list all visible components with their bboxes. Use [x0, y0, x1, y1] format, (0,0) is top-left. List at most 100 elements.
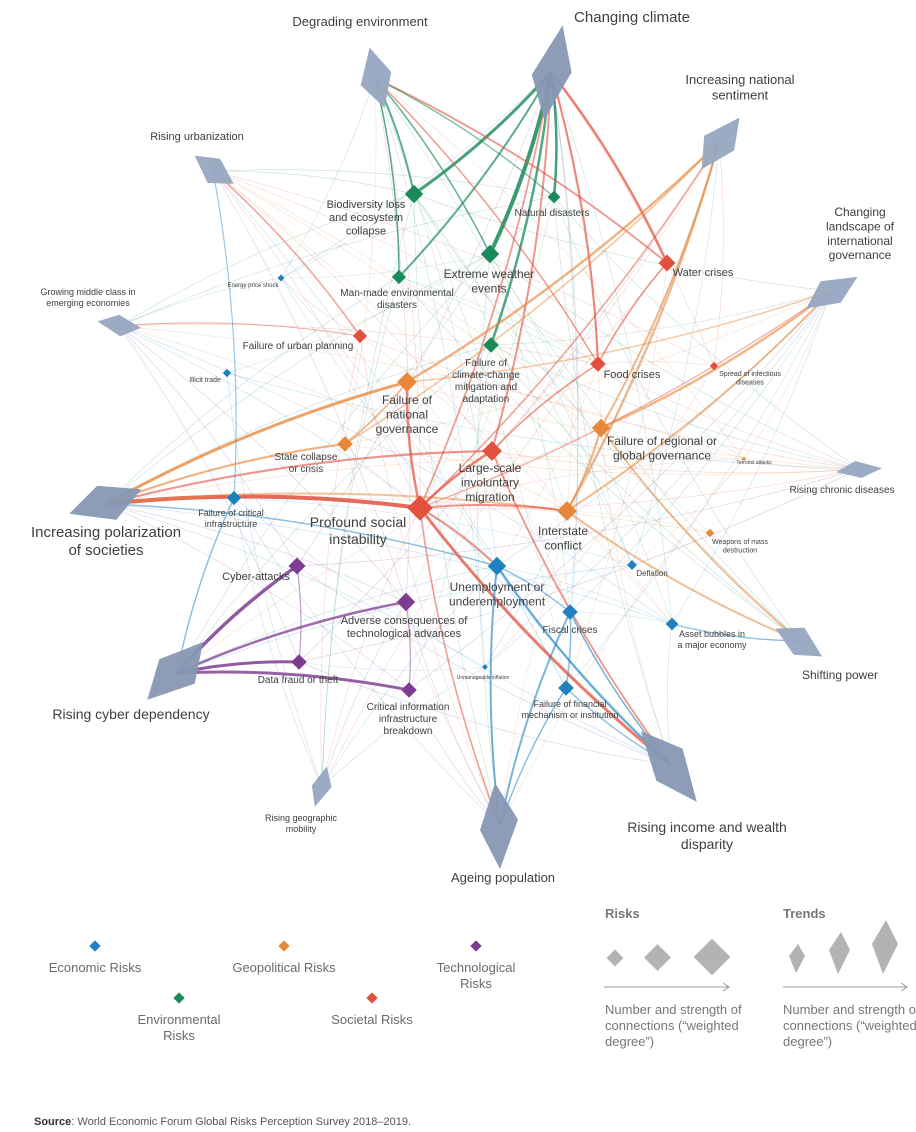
connection-line — [550, 71, 579, 613]
risk-label-line: Energy price shock — [227, 283, 279, 289]
risk-label-line: migration — [465, 490, 514, 504]
risk-label-line: involuntary — [461, 475, 519, 489]
connection-line — [499, 458, 745, 827]
trend-shape-cl — [806, 276, 858, 309]
trend-label-line: mobility — [286, 824, 317, 834]
connection-line — [298, 141, 720, 663]
risk-label-line: Data fraud or theft — [258, 675, 339, 686]
connection-line — [212, 170, 599, 365]
risk-diamond-wmd — [705, 528, 715, 538]
connection-line — [226, 372, 860, 470]
risk-label-line: Natural disasters — [514, 208, 589, 219]
trend-size-large-icon — [872, 920, 898, 974]
trend-size-small-icon — [789, 944, 805, 973]
connection-line — [321, 262, 668, 788]
trend-label-rising-chronic-diseases: Rising chronic diseases — [789, 485, 894, 496]
trend-shape-ips — [69, 485, 142, 520]
risk-label-line: breakdown — [384, 726, 433, 737]
risk-label-line: diseases — [736, 379, 764, 386]
trends-arrow-head-icon — [900, 982, 908, 992]
risk-diamond-psi — [407, 495, 433, 521]
connection-line — [280, 277, 567, 689]
risk-diamond-bio — [404, 184, 424, 204]
legend-economic: Economic Risks — [40, 940, 150, 976]
connection-line — [491, 450, 860, 474]
risk-label-line: Interstate — [538, 524, 588, 538]
risk-label-line: climate-change — [452, 370, 520, 381]
connection-line — [550, 71, 668, 264]
connection-line — [374, 77, 555, 198]
connection-line — [374, 77, 668, 264]
connection-line — [226, 372, 323, 788]
connection-line — [419, 141, 720, 509]
trend-shape-ins — [701, 117, 740, 170]
connection-line — [491, 450, 571, 613]
trend-label-line: landscape of — [826, 219, 895, 233]
risk-label-deflation: Deflation — [636, 569, 668, 578]
risk-label-line: Adverse consequences of — [341, 615, 469, 627]
risk-size-large-icon — [693, 938, 731, 976]
geopolitical-marker-icon — [278, 940, 290, 952]
trend-label-line: Ageing population — [451, 870, 555, 885]
connection-line — [484, 290, 832, 668]
connection-line — [374, 77, 486, 668]
connection-line — [118, 277, 282, 327]
connection-line — [118, 322, 361, 337]
connection-line — [296, 565, 302, 663]
connection-line — [344, 290, 832, 445]
trend-label-line: Increasing polarization — [31, 524, 181, 541]
risk-label-line: Critical information — [367, 702, 450, 713]
risk-label-line: collapse — [346, 225, 386, 237]
connection-line — [212, 170, 567, 689]
connection-line — [566, 510, 673, 625]
connection-line — [105, 503, 673, 625]
legend-technological: Technological Risks — [421, 940, 531, 992]
risk-diamond-ta — [741, 456, 747, 462]
connection-line — [566, 290, 832, 512]
connection-line — [296, 565, 672, 766]
risk-label-line: Illicit trade — [189, 377, 221, 384]
connection-line — [280, 277, 672, 766]
connection-line — [176, 600, 407, 675]
connection-line — [419, 449, 493, 509]
risk-label-line: Failure of financial — [533, 699, 606, 709]
risk-label-natural-disasters: Natural disasters — [514, 208, 589, 219]
risk-label-line: underemployment — [449, 594, 546, 608]
connection-line — [490, 290, 832, 346]
connection-line — [321, 666, 486, 788]
legend-environmental-label: Environmental Risks — [137, 1012, 221, 1043]
risk-diamond-ffm — [558, 680, 574, 696]
risk-label-line: infrastructure — [205, 519, 258, 529]
connection-line — [597, 363, 860, 470]
risk-diamond-ui — [482, 664, 488, 670]
risk-diamond-eps — [277, 274, 285, 282]
connection-line — [280, 253, 491, 279]
connection-line — [631, 141, 720, 566]
connection-line — [600, 427, 672, 766]
connection-line — [298, 661, 486, 671]
connection-line — [419, 290, 832, 509]
risk-diamond-cyb — [288, 557, 306, 575]
risk-label-line: Food crises — [604, 369, 661, 381]
connection-line — [176, 253, 491, 674]
risk-label-line: adaptation — [463, 394, 510, 405]
trend-shape-sp — [775, 627, 823, 657]
connection-line — [374, 77, 498, 567]
risk-label-line: Extreme weather — [444, 267, 535, 281]
connection-line — [105, 503, 486, 668]
risk-diamond-unem — [487, 556, 507, 576]
risk-diamond-it — [222, 368, 232, 378]
connection-line — [550, 71, 669, 264]
connection-line — [344, 253, 491, 445]
connection-line — [419, 458, 745, 509]
connection-line — [496, 565, 673, 625]
risk-diamond-lim — [482, 441, 502, 461]
trend-label-degrading-environment: Degrading environment — [292, 14, 428, 29]
connection-line — [419, 507, 501, 827]
